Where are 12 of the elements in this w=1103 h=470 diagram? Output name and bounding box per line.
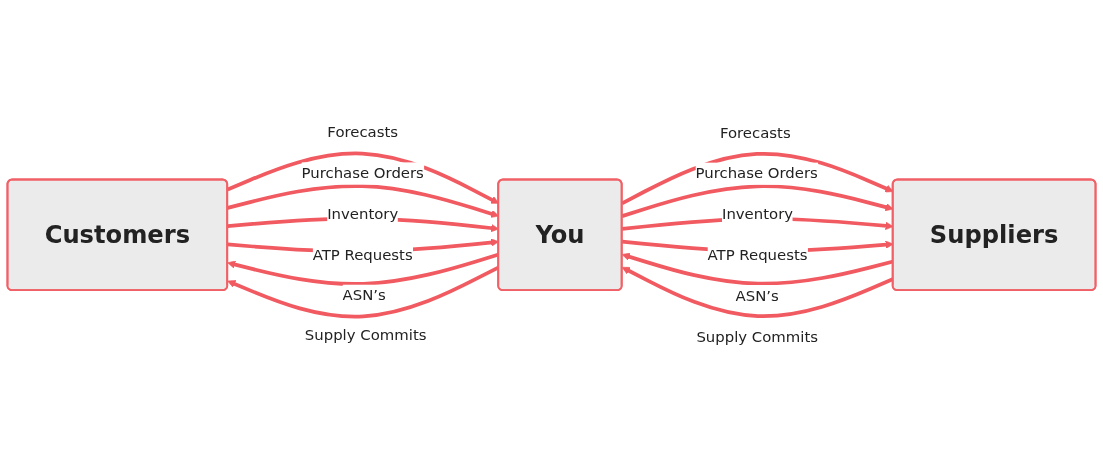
- edge-label: Supply Commits: [304, 326, 427, 345]
- edge-label: Forecasts: [719, 124, 791, 143]
- edge-label: Inventory: [327, 205, 399, 223]
- edge-label: Inventory: [722, 205, 794, 223]
- edge-label: ATP Requests: [707, 246, 808, 264]
- edge-label: ATP Requests: [312, 246, 413, 264]
- edge-label: Purchase Orders: [301, 164, 424, 183]
- edge-label: Supply Commits: [696, 327, 818, 346]
- edge-label: Purchase Orders: [695, 164, 818, 183]
- edge-label: ASN’s: [342, 286, 386, 305]
- edge-label: Forecasts: [327, 123, 399, 142]
- edge-label: ASN’s: [735, 287, 779, 305]
